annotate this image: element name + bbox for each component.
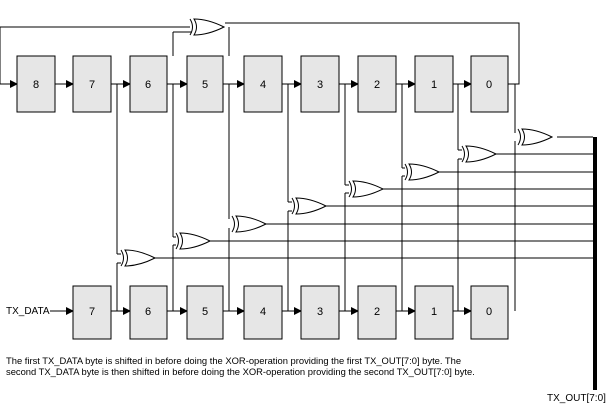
top-cell-label: 7: [89, 79, 95, 91]
bottom-register-cell: [300, 285, 340, 340]
caption: The first TX_DATA byte is shifted in bef…: [6, 355, 566, 377]
bottom-cell-label: 0: [486, 306, 492, 318]
top-register-cell: [72, 55, 112, 113]
xor-gate: [461, 145, 498, 163]
xor-gates: [120, 18, 554, 267]
bottom-cell-label: 1: [431, 306, 437, 318]
xor-gate: [120, 249, 157, 267]
top-register-cell: [129, 55, 168, 113]
bottom-cell-label: 2: [374, 306, 380, 318]
top-register-cell: [243, 55, 283, 113]
bottom-cell-label: 5: [202, 306, 208, 318]
xor-gate: [175, 232, 212, 250]
top-cell-label: 5: [202, 79, 208, 91]
bottom-cell-label: 3: [317, 306, 323, 318]
bottom-register-cell: [357, 285, 397, 340]
top-register-cell: [470, 55, 509, 113]
caption-line-1: The first TX_DATA byte is shifted in bef…: [6, 355, 462, 366]
bottom-register-cell: [72, 285, 112, 340]
bottom-register-cell: [414, 285, 454, 340]
top-cell-label: 6: [145, 79, 151, 91]
xor-gate: [517, 128, 554, 146]
caption-line-2: second TX_DATA byte is then shifted in b…: [6, 366, 475, 377]
top-cell-label: 0: [486, 79, 492, 91]
xor-gate: [291, 197, 328, 215]
bottom-register: 7 6 5 4 3 2 1 0: [72, 285, 509, 340]
top-register-cell: [16, 55, 56, 113]
bottom-register-cell: [243, 285, 283, 340]
top-register-cell: [186, 55, 224, 113]
top-register-cell: [300, 55, 340, 113]
xor-gate: [404, 163, 441, 181]
wires: [0, 22, 593, 315]
top-cell-label: 1: [431, 79, 437, 91]
xor-gate: [231, 215, 268, 233]
top-register: 8 7 6 5 4 3 2 1 0: [16, 55, 509, 113]
bottom-cell-label: 7: [89, 306, 95, 318]
top-cell-label: 8: [33, 79, 39, 91]
bottom-register-cell: [470, 285, 509, 340]
xor-gate: [348, 180, 385, 198]
top-cell-label: 2: [374, 79, 380, 91]
top-register-cell: [414, 55, 454, 113]
bottom-register-cell: [129, 285, 168, 340]
tx-out-label: TX_OUT[7:0]: [547, 393, 606, 404]
top-register-cell: [357, 55, 397, 113]
bottom-register-cell: [186, 285, 224, 340]
top-cell-label: 3: [317, 79, 323, 91]
tx-data-label: TX_DATA: [6, 306, 50, 317]
bottom-cell-label: 6: [145, 306, 151, 318]
xor-gate-feedback: [189, 18, 226, 36]
top-cell-label: 4: [260, 79, 266, 91]
bottom-cell-label: 4: [260, 306, 266, 318]
